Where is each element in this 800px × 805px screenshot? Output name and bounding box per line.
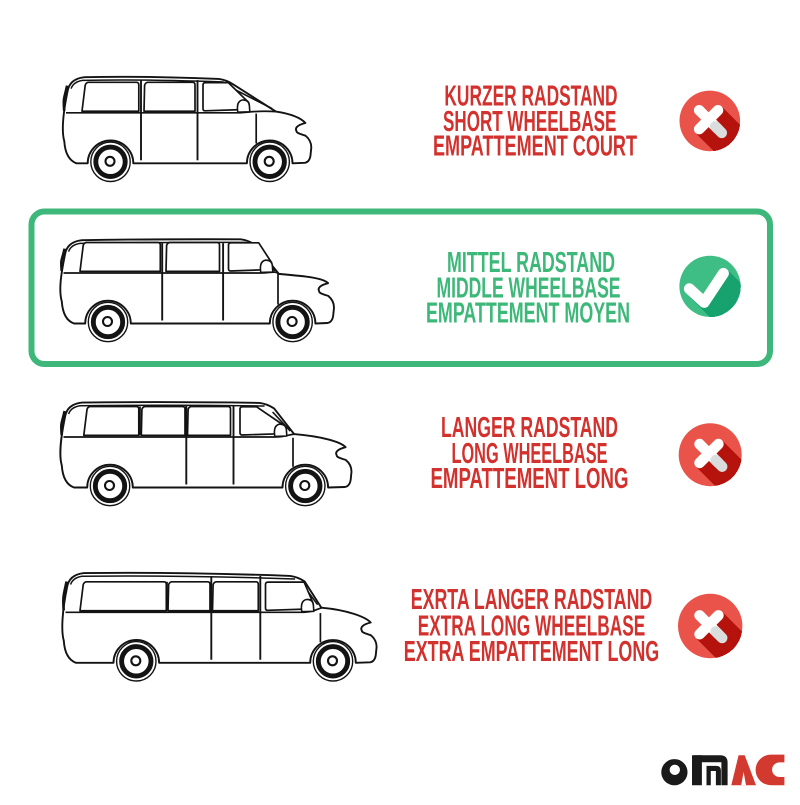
svg-text:SHORT WHEELBASE: SHORT WHEELBASE [443, 106, 616, 138]
svg-text:EMPATTEMENT COURT: EMPATTEMENT COURT [433, 131, 637, 163]
svg-text:EMPATTEMENT LONG: EMPATTEMENT LONG [431, 463, 629, 495]
svg-text:EXRTA LANGER RADSTAND: EXRTA LANGER RADSTAND [411, 584, 653, 616]
svg-text:MIDDLE WHEELBASE: MIDDLE WHEELBASE [437, 272, 621, 304]
svg-text:EXTRA EMPATTEMENT LONG: EXTRA EMPATTEMENT LONG [404, 636, 660, 668]
svg-text:LONG WHEELBASE: LONG WHEELBASE [452, 438, 608, 470]
svg-text:LANGER RADSTAND: LANGER RADSTAND [441, 412, 618, 444]
svg-text:KURZER RADSTAND: KURZER RADSTAND [444, 81, 617, 113]
svg-text:EXTRA LONG WHEELBASE: EXTRA LONG WHEELBASE [418, 611, 646, 643]
svg-text:MITTEL RADSTAND: MITTEL RADSTAND [447, 247, 615, 279]
svg-text:EMPATTEMENT MOYEN: EMPATTEMENT MOYEN [426, 297, 630, 329]
